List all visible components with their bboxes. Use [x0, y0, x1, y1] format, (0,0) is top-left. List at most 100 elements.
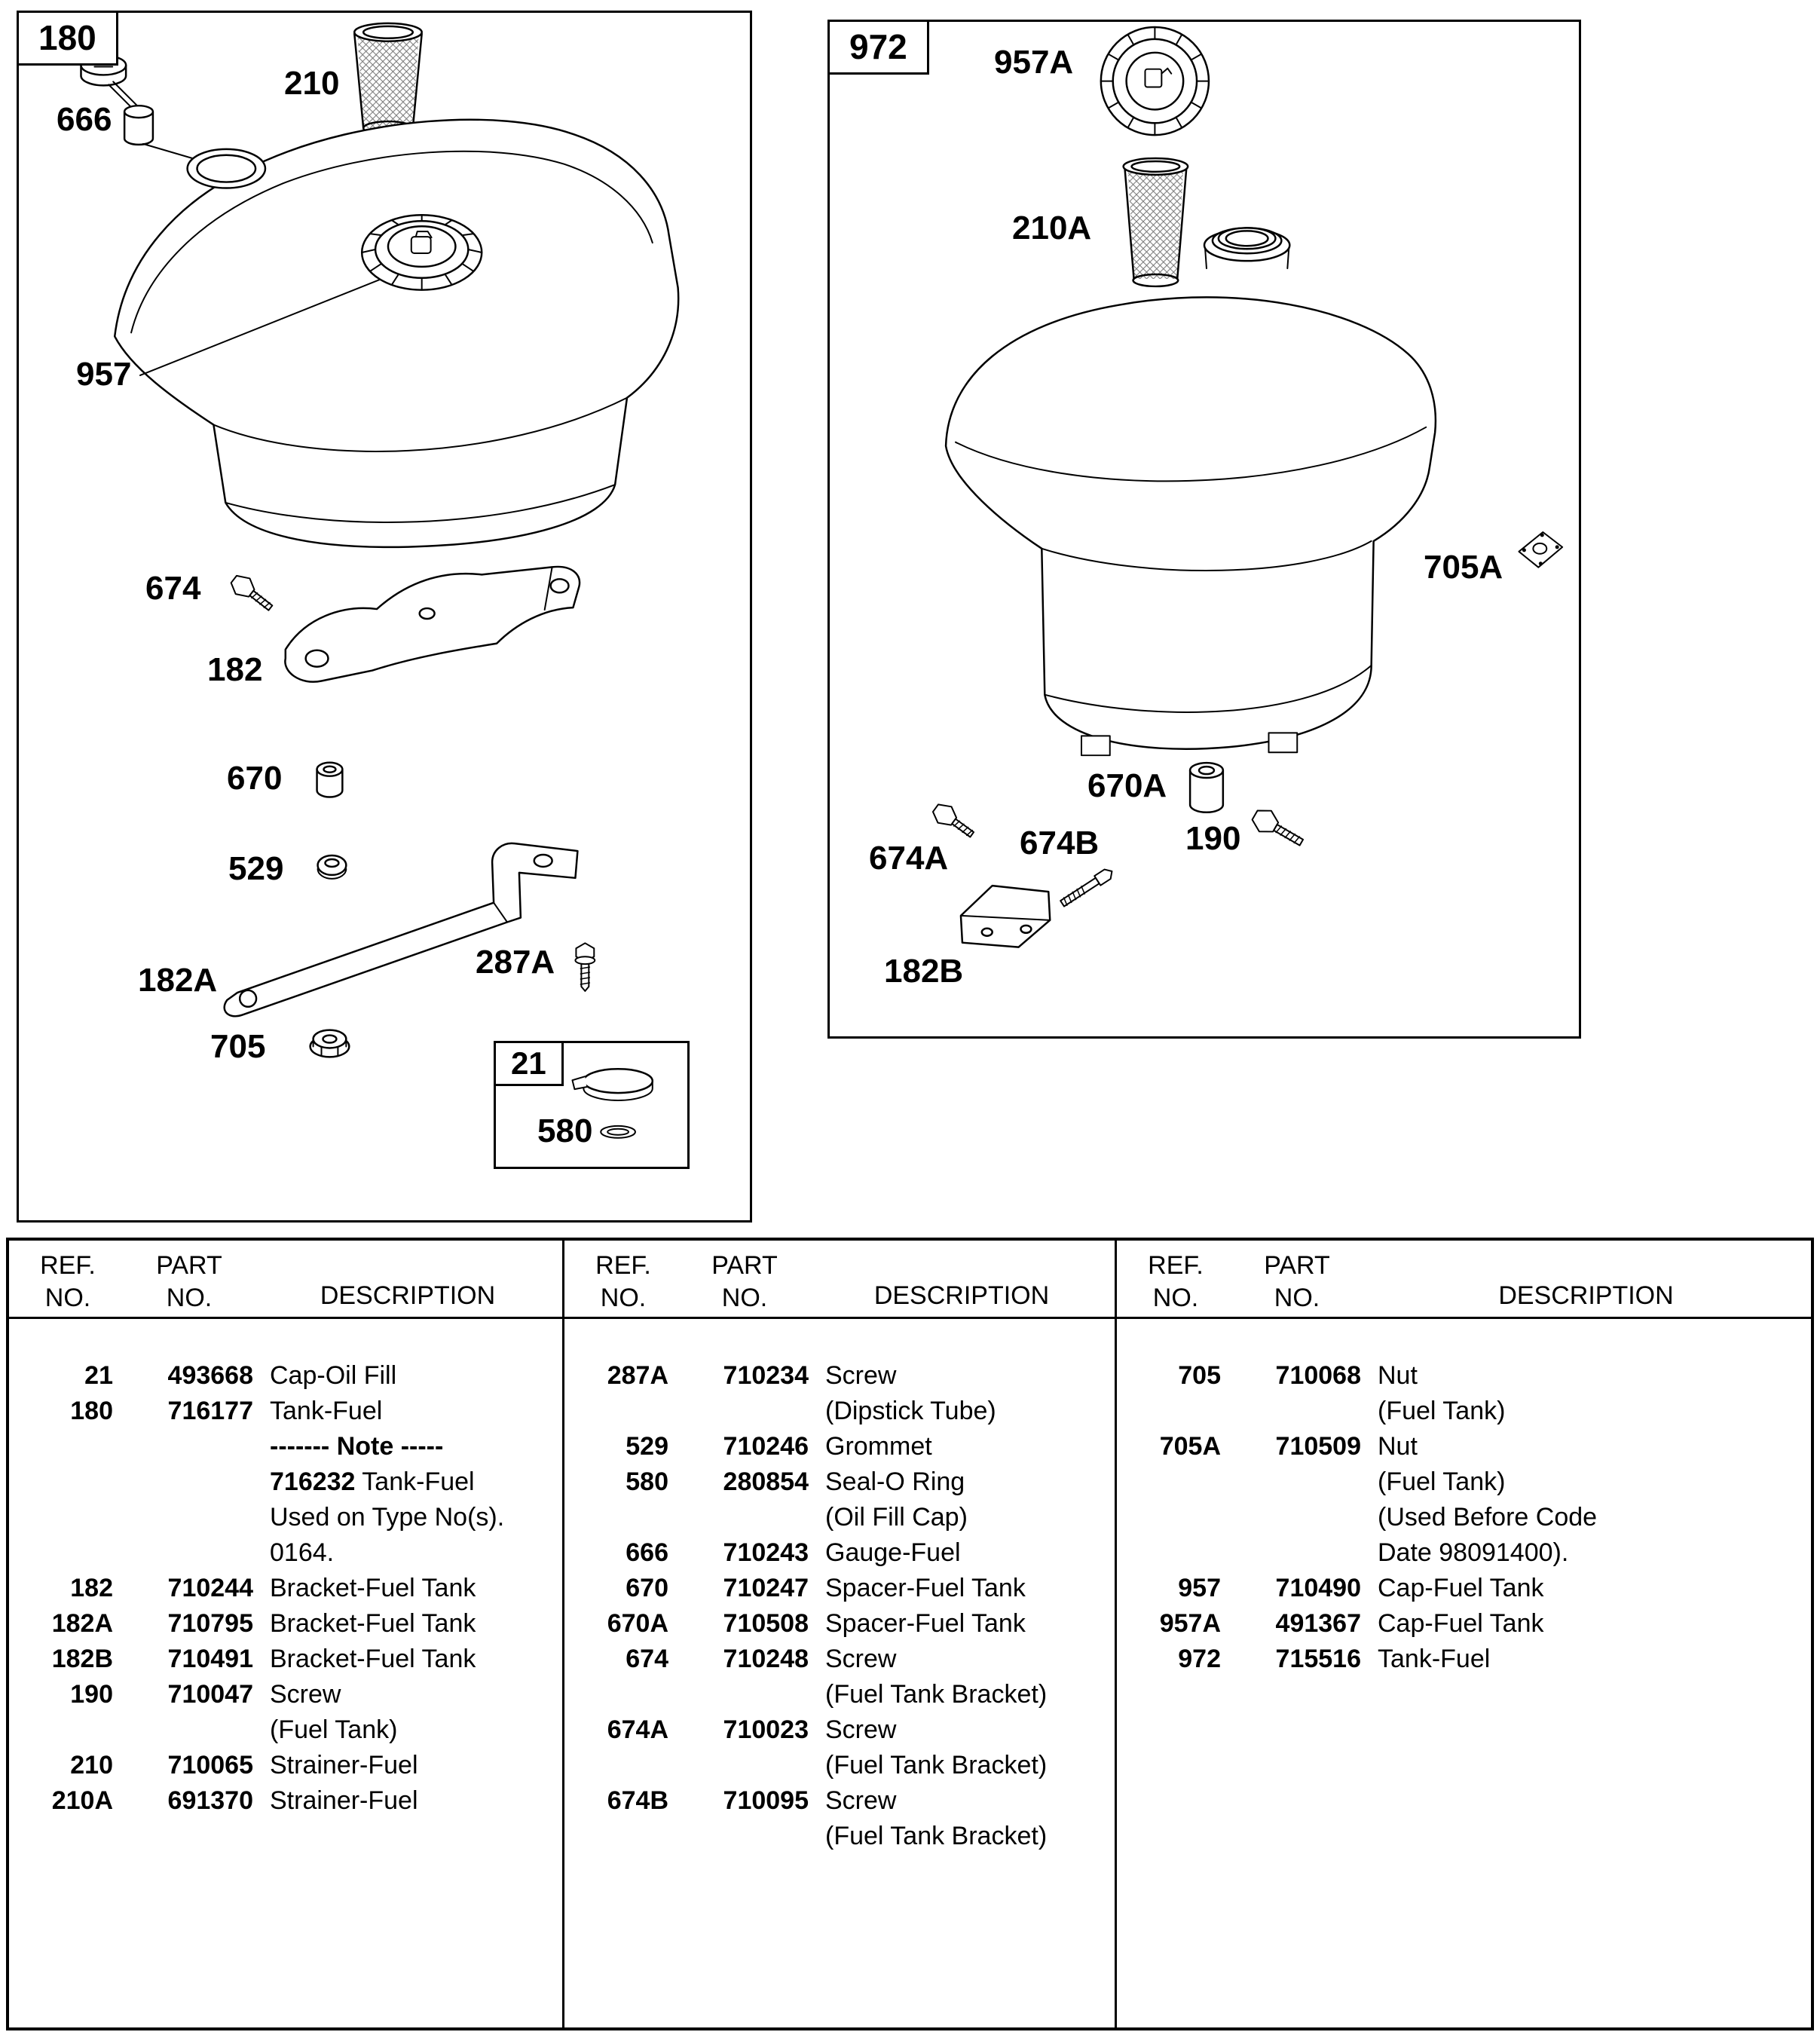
- ref-no-cell: 182B: [51, 1645, 113, 1673]
- part-no-cell: 710795: [167, 1609, 253, 1638]
- ref-no-cell: 705: [1178, 1361, 1221, 1390]
- description-cell: Tank-Fuel: [270, 1397, 383, 1425]
- flange-nut-icon: [309, 1029, 350, 1058]
- description-cell: Seal-O Ring: [825, 1467, 965, 1496]
- ref-no-cell: 210A: [51, 1786, 113, 1815]
- description-cell: Screw: [270, 1680, 341, 1709]
- diagram-ref-badge-972: 972: [830, 22, 929, 75]
- description-header: DESCRIPTION: [873, 1281, 1050, 1310]
- ref-no-cell: 957: [1178, 1574, 1221, 1602]
- fuel-cap-top-icon: [1100, 26, 1210, 136]
- bracket-screw-icon: [931, 803, 975, 838]
- bent-bracket-icon: [959, 884, 1051, 948]
- description-cell: Bracket-Fuel Tank: [270, 1574, 476, 1602]
- description-cell: Bracket-Fuel Tank: [270, 1609, 476, 1638]
- description-cell: ------- Note -----: [270, 1432, 444, 1461]
- part-no-cell: 710068: [1275, 1361, 1361, 1390]
- part-label-674B: 674B: [1020, 825, 1100, 861]
- ref-no-cell: 190: [70, 1680, 113, 1709]
- table-row: 182 710244 Bracket-Fuel Tank: [23, 1574, 562, 1609]
- description-cell: (Fuel Tank): [1378, 1397, 1506, 1425]
- table-row: 716232 Tank-Fuel: [23, 1467, 562, 1503]
- ref-no-cell: 972: [1178, 1645, 1221, 1673]
- grommet-icon: [317, 854, 347, 880]
- diagram-ref-badge-180: 180: [19, 13, 118, 66]
- ref-no-cell: 670: [626, 1574, 668, 1602]
- long-bolt-icon: [1060, 868, 1113, 907]
- table-row: 210A 691370 Strainer-Fuel: [23, 1786, 562, 1822]
- ref-no-cell: 182A: [51, 1609, 113, 1638]
- table-row: 0164.: [23, 1538, 562, 1574]
- part-label-580: 580: [537, 1112, 593, 1149]
- description-cell: Spacer-Fuel Tank: [825, 1609, 1026, 1638]
- description-cell: Screw: [825, 1715, 897, 1744]
- table-row: (Fuel Tank Bracket): [578, 1822, 1115, 1857]
- long-bracket-icon: [223, 842, 579, 1017]
- description-cell: 0164.: [270, 1538, 335, 1567]
- part-no-cell: 691370: [167, 1786, 253, 1815]
- part-label-674A: 674A: [869, 840, 949, 877]
- ref-no-cell: 674A: [607, 1715, 668, 1744]
- table-row: (Fuel Tank Bracket): [578, 1751, 1115, 1786]
- ref-no-cell: 182: [70, 1574, 113, 1602]
- description-cell: (Fuel Tank): [270, 1715, 398, 1744]
- part-label-190: 190: [1185, 820, 1241, 857]
- description-cell: Strainer-Fuel: [270, 1786, 418, 1815]
- description-cell: Used on Type No(s).: [270, 1503, 505, 1532]
- description-cell: Spacer-Fuel Tank: [825, 1574, 1026, 1602]
- part-no-cell: 710244: [167, 1574, 253, 1602]
- part-no-cell: 710509: [1275, 1432, 1361, 1461]
- description-cell: (Fuel Tank Bracket): [825, 1751, 1048, 1779]
- tank-flange-nut-icon: [1518, 531, 1564, 568]
- fuel-tank-icon: [113, 118, 680, 549]
- part-no-cell: 710065: [167, 1751, 253, 1779]
- description-header: DESCRIPTION: [320, 1281, 496, 1310]
- ref-no-cell: 957A: [1159, 1609, 1221, 1638]
- ref-no-header: REF.NO.: [40, 1251, 96, 1312]
- diagram-972-art: [931, 26, 1564, 948]
- ref-no-cell: 666: [626, 1538, 668, 1567]
- o-ring-icon: [600, 1125, 636, 1139]
- ref-no-cell: 670A: [607, 1609, 668, 1638]
- part-label-705: 705: [210, 1028, 266, 1065]
- part-label-287A: 287A: [476, 944, 555, 981]
- table-row: 674A 710023 Screw: [578, 1715, 1115, 1751]
- part-label-182A: 182A: [138, 962, 218, 999]
- ref-no-cell: 180: [70, 1397, 113, 1425]
- part-no-cell: 715516: [1275, 1645, 1361, 1673]
- table-row: (Fuel Tank): [1130, 1397, 1811, 1432]
- description-cell: Screw: [825, 1361, 897, 1390]
- description-cell: Date 98091400).: [1378, 1538, 1569, 1567]
- part-no-cell: 710243: [723, 1538, 809, 1567]
- ref-no-header: REF.NO.: [1148, 1251, 1204, 1312]
- part-no-cell: 710246: [723, 1432, 809, 1461]
- description-cell: (Fuel Tank Bracket): [825, 1822, 1048, 1850]
- description-cell: Screw: [825, 1645, 897, 1673]
- part-no-cell: 710023: [723, 1715, 809, 1744]
- part-no-cell: 493668: [167, 1361, 253, 1390]
- table-row: (Fuel Tank): [23, 1715, 562, 1751]
- part-no-cell: 491367: [1275, 1609, 1361, 1638]
- ref-no-cell: 580: [626, 1467, 668, 1496]
- ref-no-cell: 529: [626, 1432, 668, 1461]
- pointer-line-957: [139, 271, 398, 376]
- spacer-icon: [1188, 761, 1225, 813]
- table-row: (Fuel Tank Bracket): [578, 1680, 1115, 1715]
- description-cell: Cap-Oil Fill: [270, 1361, 397, 1390]
- part-label-957: 957: [76, 356, 132, 393]
